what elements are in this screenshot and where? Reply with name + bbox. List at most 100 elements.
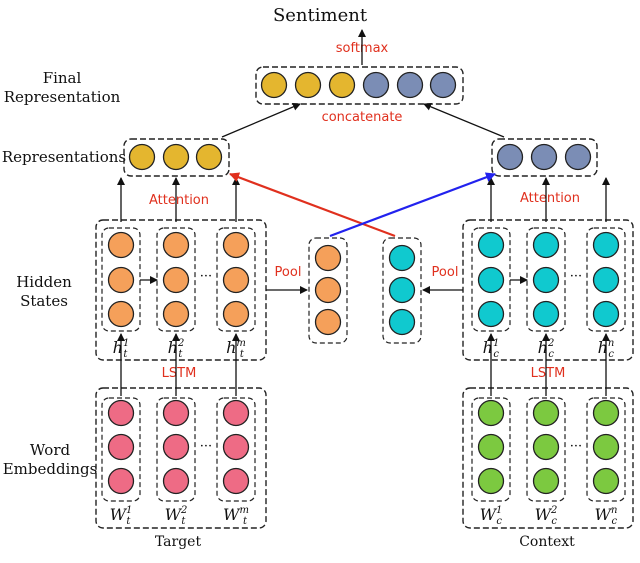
pooled-target-node-3 (314, 308, 342, 336)
target-hidden-node-1-3 (107, 300, 135, 328)
context-embed-col-3 (586, 397, 626, 502)
pooled-context-node-1 (388, 244, 416, 272)
target-hidden-node-1-2 (107, 266, 135, 294)
label-embeddings: Embeddings (3, 460, 98, 478)
context-hidden-node-1-3 (477, 300, 505, 328)
ellipsis-embed-context: ··· (570, 439, 582, 454)
context-hidden-node-1-1 (477, 231, 505, 259)
final-node-3 (328, 71, 356, 99)
target-hidden-node-1-1 (107, 231, 135, 259)
target-rep-node-2 (162, 143, 190, 171)
op-pool-right: Pool (432, 265, 459, 280)
label-states: States (20, 292, 68, 310)
context-embed-col-1 (471, 397, 511, 502)
target-embed-col-1 (101, 397, 141, 502)
context-rep-node-1 (496, 143, 524, 171)
context-hidden-node-2-3 (532, 300, 560, 328)
context-embed-node-1-3 (477, 467, 505, 495)
op-concatenate: concatenate (322, 110, 403, 125)
op-attention-right: Attention (520, 191, 580, 206)
pooled-target-node-1 (314, 244, 342, 272)
context-embed-node-1-2 (477, 433, 505, 461)
pooled-target-box (308, 237, 348, 344)
target-embed-node-1-1 (107, 399, 135, 427)
context-hidden-node-3-1 (592, 231, 620, 259)
op-pool-left: Pool (275, 265, 302, 280)
target-embedding-box (95, 387, 267, 529)
context-embed-node-2-1 (532, 399, 560, 427)
context-rep-node-2 (530, 143, 558, 171)
context-representation-box (491, 138, 598, 177)
context-embed-node-3-3 (592, 467, 620, 495)
final-node-4 (362, 71, 390, 99)
target-hidden-col-3 (216, 227, 256, 332)
target-embed-node-3-2 (222, 433, 250, 461)
title-sentiment: Sentiment (273, 5, 368, 26)
ellipsis-embed-target: ··· (200, 439, 212, 454)
label-hidden: Hidden (16, 273, 72, 291)
context-hidden-col-1 (471, 227, 511, 332)
final-node-2 (294, 71, 322, 99)
context-hidden-col-3 (586, 227, 626, 332)
op-attention-left: Attention (149, 193, 209, 208)
target-representation-box (123, 138, 230, 177)
context-rep-node-3 (564, 143, 592, 171)
ellipsis-hidden-context: ··· (570, 269, 582, 284)
context-hidden-col-2 (526, 227, 566, 332)
arrow-concat-right (423, 102, 505, 138)
cross-attention-red (229, 172, 396, 238)
label-context: Context (519, 534, 575, 550)
context-embed-node-2-3 (532, 467, 560, 495)
context-hidden-node-3-3 (592, 300, 620, 328)
target-embed-node-1-3 (107, 467, 135, 495)
target-hidden-node-2-1 (162, 231, 190, 259)
target-embed-node-3-3 (222, 467, 250, 495)
label-representation: Representation (4, 88, 121, 106)
pooled-target-node-2 (314, 276, 342, 304)
target-embed-node-2-2 (162, 433, 190, 461)
target-embed-col-3 (216, 397, 256, 502)
target-hidden-node-3-3 (222, 300, 250, 328)
context-hidden-node-2-1 (532, 231, 560, 259)
context-embedding-box (462, 387, 634, 529)
target-hidden-col-2 (156, 227, 196, 332)
target-embed-node-1-2 (107, 433, 135, 461)
final-node-5 (396, 71, 424, 99)
label-word: Word (30, 441, 71, 459)
target-embed-node-2-1 (162, 399, 190, 427)
context-embed-col-2 (526, 397, 566, 502)
target-hidden-col-1 (101, 227, 141, 332)
arrow-concat-left (221, 103, 301, 138)
target-hidden-node-2-2 (162, 266, 190, 294)
pooled-context-node-3 (388, 308, 416, 336)
target-embed-node-3-1 (222, 399, 250, 427)
context-embed-node-1-1 (477, 399, 505, 427)
op-lstm-right: LSTM (531, 366, 566, 381)
target-rep-node-3 (195, 143, 223, 171)
target-embed-col-2 (156, 397, 196, 502)
context-embed-node-3-2 (592, 433, 620, 461)
context-hidden-node-3-2 (592, 266, 620, 294)
ellipsis-hidden-target: ··· (200, 269, 212, 284)
label-representations: Representations (2, 148, 126, 166)
target-hidden-node-3-1 (222, 231, 250, 259)
target-embed-node-2-3 (162, 467, 190, 495)
final-representation-box (255, 66, 464, 105)
context-hidden-node-2-2 (532, 266, 560, 294)
pooled-context-node-2 (388, 276, 416, 304)
context-embed-node-3-1 (592, 399, 620, 427)
label-target: Target (155, 534, 202, 550)
